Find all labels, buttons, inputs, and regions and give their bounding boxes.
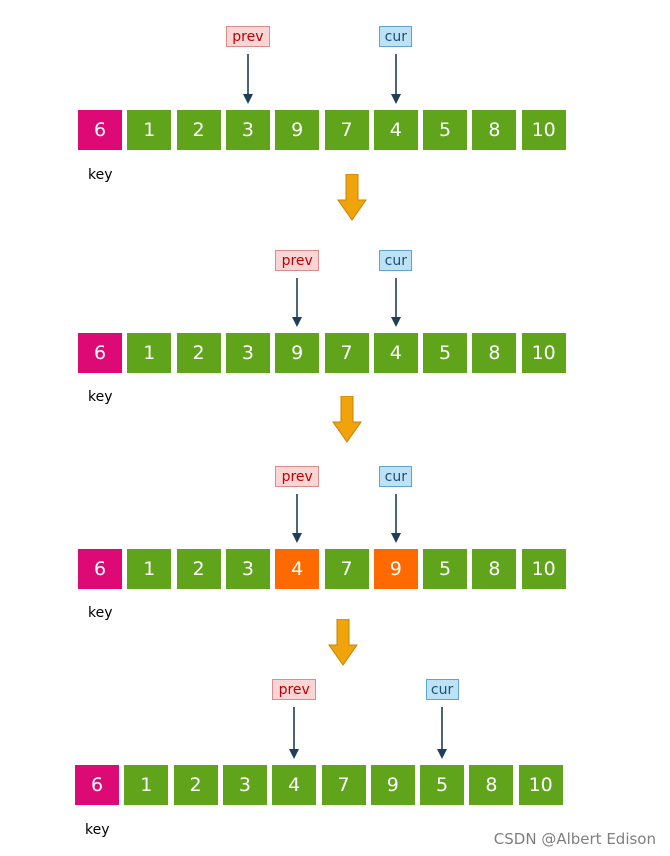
array-cell: 5 [423,549,468,589]
swapped-cell: 4 [275,549,320,589]
array-cell: 1 [127,110,172,150]
key-cell: 6 [78,333,122,373]
prev-pointer-arrow [289,707,300,759]
prev-pointer-label: prev [275,466,320,487]
down-arrow-icon [332,396,362,443]
array-cell: 7 [324,110,369,150]
key-label: key [88,389,113,405]
array-cell: 4 [272,765,317,805]
array-cell: 2 [176,549,221,589]
array-cell: 2 [176,333,221,373]
watermark: CSDN @Albert Edison [493,830,656,848]
array-cell: 3 [225,549,270,589]
array-cell: 8 [472,333,517,373]
prev-pointer-arrow [292,278,303,327]
down-arrow-icon [337,174,367,221]
prev-pointer-arrow [242,54,253,104]
array-cell: 1 [127,549,172,589]
array-cell: 10 [518,765,563,805]
array-cell: 9 [275,110,320,150]
array-cell: 3 [225,110,270,150]
swapped-cell: 9 [373,549,418,589]
array-cell: 3 [225,333,270,373]
array-cell: 9 [275,333,320,373]
array-cell: 1 [124,765,169,805]
array-cell: 8 [472,549,517,589]
array-cell: 10 [521,110,566,150]
array-cell: 1 [127,333,172,373]
cur-pointer-arrow [437,707,448,759]
array-cell: 9 [370,765,415,805]
array-cell: 3 [222,765,267,805]
cur-pointer-arrow [390,278,401,327]
key-cell: 6 [78,549,122,589]
cur-pointer-label: cur [425,679,459,700]
array-cell: 2 [173,765,218,805]
key-label: key [88,605,113,621]
prev-pointer-arrow [292,494,303,543]
array-cell: 7 [324,549,369,589]
cur-pointer-label: cur [379,250,413,271]
array-cell: 4 [373,333,418,373]
key-label: key [85,822,110,838]
array-cell: 10 [521,549,566,589]
array-cell: 5 [423,110,468,150]
array-cell: 4 [373,110,418,150]
cur-pointer-arrow [390,494,401,543]
array-cell: 10 [521,333,566,373]
prev-pointer-label: prev [225,26,270,47]
array-cell: 8 [469,765,514,805]
down-arrow-icon [328,619,358,666]
prev-pointer-label: prev [272,679,317,700]
cur-pointer-label: cur [379,466,413,487]
cur-pointer-arrow [390,54,401,104]
key-cell: 6 [78,110,122,150]
array-cell: 7 [324,333,369,373]
array-cell: 8 [472,110,517,150]
prev-pointer-label: prev [275,250,320,271]
array-cell: 7 [321,765,366,805]
key-cell: 6 [75,765,119,805]
key-label: key [88,167,113,183]
array-cell: 2 [176,110,221,150]
cur-pointer-label: cur [379,26,413,47]
array-cell: 5 [423,333,468,373]
array-cell: 5 [420,765,465,805]
